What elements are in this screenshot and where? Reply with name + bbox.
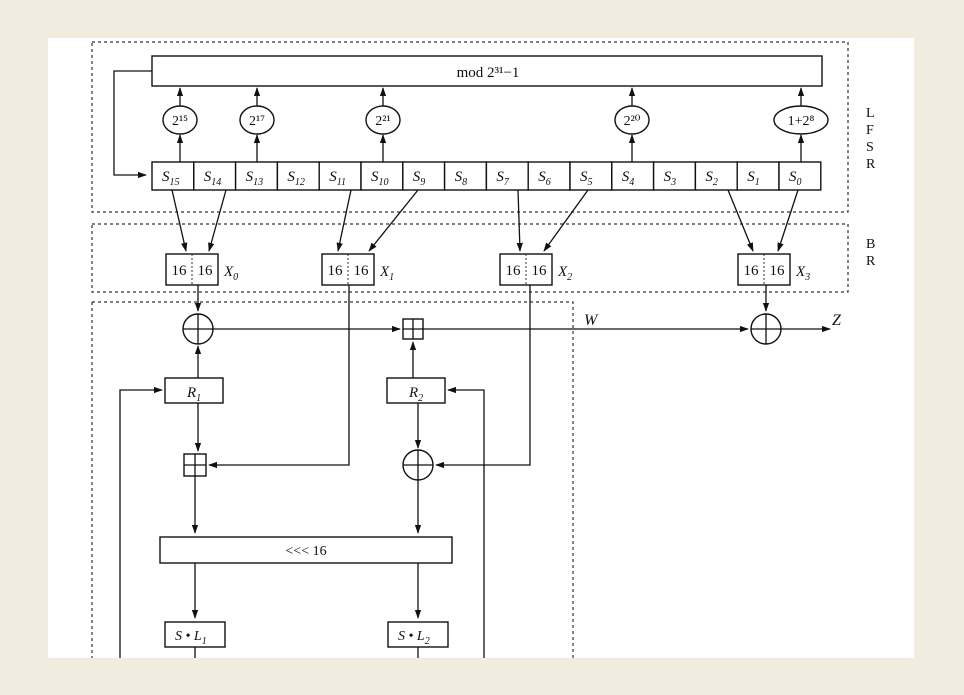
lfsr-cell: S15 <box>151 161 195 191</box>
feedback-line <box>113 70 152 179</box>
multiplier-1-plus-2-8: 1+2⁸ <box>773 87 829 162</box>
sl2-box <box>387 621 449 648</box>
rotate-box <box>159 536 453 564</box>
br-output-label: X2 <box>557 264 572 283</box>
br-box-x0: 16 16 X0 <box>165 253 238 286</box>
lfsr-register: S15 S14 S13 S12 S11 S10 S9 S8 S7 S6 S5 S4 S3 S2 S1 S0 <box>151 161 822 191</box>
lfsr-cell: S6 <box>527 161 571 191</box>
w-label: W <box>584 312 599 329</box>
rotate-label: <<< 16 <box>285 544 326 559</box>
svg-text:S10: S10 <box>371 169 389 188</box>
sl1-box <box>164 621 226 648</box>
svg-text:S12: S12 <box>287 169 305 188</box>
svg-text:S4: S4 <box>622 169 635 188</box>
svg-text:F: F <box>866 123 874 138</box>
svg-text:16: 16 <box>532 263 548 279</box>
lfsr-cell: S9 <box>402 161 446 191</box>
r2-label: R2 <box>408 385 423 404</box>
multiplier-2-15: 2¹⁵ <box>162 87 198 162</box>
lfsr-cell: S13 <box>234 161 279 191</box>
zuc-structure-diagram: L F S R B R mod 2³¹−1 2¹⁵ 2¹⁷ 2²¹ 2²⁰ <box>48 38 914 658</box>
lfsr-side-label: L F S R <box>866 106 876 172</box>
svg-text:16: 16 <box>354 263 370 279</box>
svg-text:16: 16 <box>506 263 522 279</box>
bit-reorg-arrows <box>171 189 799 252</box>
svg-text:S8: S8 <box>455 169 468 188</box>
feedback-r2-line <box>447 386 485 658</box>
f-region <box>91 301 574 658</box>
bit-reorg-boxes: 16 16 X0 16 16 X1 16 16 X2 16 16 X3 <box>165 253 810 286</box>
svg-text:S3: S3 <box>664 169 677 188</box>
z-label: Z <box>832 312 842 329</box>
svg-text:B: B <box>866 237 875 252</box>
lfsr-cell: S4 <box>611 161 655 191</box>
br-output-label: X1 <box>379 264 394 283</box>
feedback-r1-line <box>119 386 163 658</box>
mod-label: mod 2³¹−1 <box>457 65 520 81</box>
svg-text:S: S <box>866 140 874 155</box>
svg-text:2¹⁷: 2¹⁷ <box>249 114 265 129</box>
x1-feed-line <box>208 285 350 469</box>
svg-text:S14: S14 <box>204 169 222 188</box>
multiplier-2-20: 2²⁰ <box>614 87 650 162</box>
svg-text:16: 16 <box>198 263 214 279</box>
lfsr-cell: S2 <box>694 161 738 191</box>
x2-feed-line <box>435 285 531 469</box>
svg-text:S13: S13 <box>246 169 264 188</box>
br-output-label: X0 <box>223 264 238 283</box>
lfsr-cell: S8 <box>443 161 488 191</box>
multiplier-2-17: 2¹⁷ <box>239 87 275 162</box>
lfsr-cell: S14 <box>193 161 237 191</box>
lfsr-cell: S11 <box>318 161 362 191</box>
mod-add-w-icon <box>402 318 424 340</box>
svg-text:2²¹: 2²¹ <box>375 114 390 129</box>
svg-text:S9: S9 <box>413 169 426 188</box>
r1-label: R1 <box>186 385 201 404</box>
multiplier-2-21: 2²¹ <box>365 87 401 162</box>
svg-text:L: L <box>866 106 875 121</box>
br-side-label: B R <box>866 237 876 269</box>
br-output-label: X3 <box>795 264 810 283</box>
svg-text:S7: S7 <box>496 169 510 188</box>
lfsr-cell: S12 <box>276 161 320 191</box>
r1-register <box>164 377 224 404</box>
br-box-x3: 16 16 X3 <box>737 253 810 286</box>
svg-text:2²⁰: 2²⁰ <box>624 114 641 129</box>
br-box-x2: 16 16 X2 <box>499 253 572 286</box>
br-box-x1: 16 16 X1 <box>321 253 394 286</box>
svg-text:16: 16 <box>770 263 786 279</box>
svg-text:2¹⁵: 2¹⁵ <box>172 114 188 129</box>
svg-text:S11: S11 <box>329 169 346 188</box>
br-region <box>91 223 849 293</box>
diagram-canvas: L F S R B R mod 2³¹−1 2¹⁵ 2¹⁷ 2²¹ 2²⁰ <box>91 41 876 658</box>
svg-text:S15: S15 <box>162 169 180 188</box>
lfsr-cell: S0 <box>778 161 822 191</box>
svg-text:S1: S1 <box>747 169 760 188</box>
lfsr-cell: S7 <box>485 161 529 191</box>
sl2-label: S • L2 <box>398 629 430 647</box>
svg-text:S6: S6 <box>538 169 551 188</box>
xor-w-icon <box>182 313 214 345</box>
svg-text:R: R <box>866 157 876 172</box>
lfsr-cell: S5 <box>569 161 613 191</box>
r2-register <box>386 377 446 404</box>
xor-z-icon <box>750 313 782 345</box>
svg-text:16: 16 <box>744 263 760 279</box>
lfsr-cell: S3 <box>652 161 697 191</box>
lfsr-region <box>91 41 849 213</box>
svg-text:16: 16 <box>328 263 344 279</box>
xor-x2-icon <box>402 449 434 481</box>
svg-text:S5: S5 <box>580 169 593 188</box>
svg-text:1+2⁸: 1+2⁸ <box>788 114 815 129</box>
svg-text:S2: S2 <box>705 169 718 188</box>
mod-add-x1-icon <box>183 453 207 477</box>
sl1-label: S • L1 <box>175 629 207 647</box>
lfsr-cell: S10 <box>360 161 404 191</box>
svg-text:S0: S0 <box>789 169 802 188</box>
svg-text:16: 16 <box>172 263 188 279</box>
svg-text:R: R <box>866 254 876 269</box>
lfsr-cell: S1 <box>736 161 780 191</box>
